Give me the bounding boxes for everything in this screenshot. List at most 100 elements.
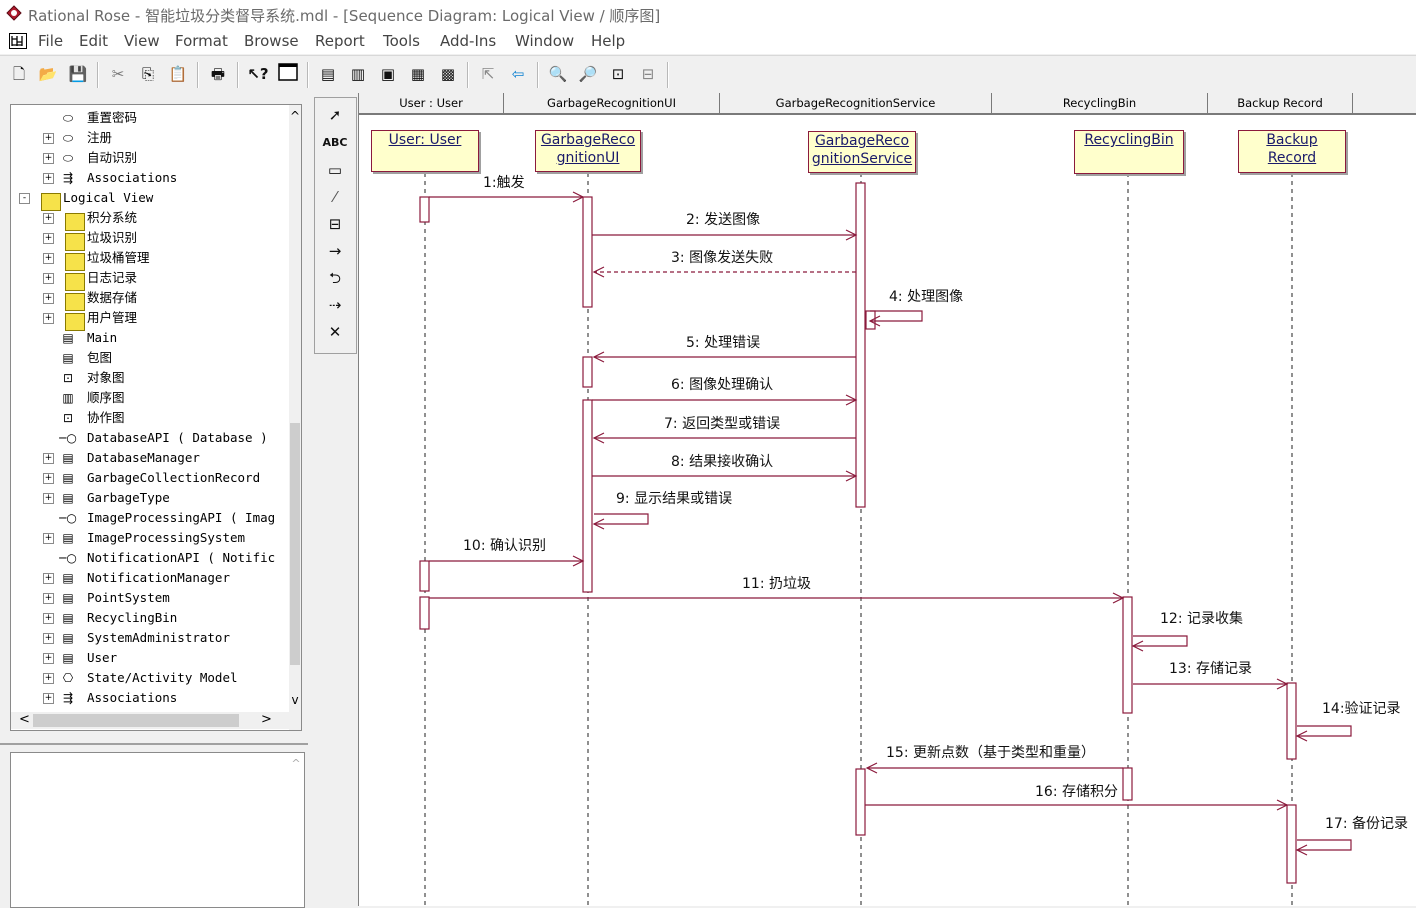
selection-arrow-icon[interactable]: ➚ <box>328 106 342 124</box>
tree-item[interactable]: +▤SystemAdministrator <box>11 628 281 648</box>
expand-icon[interactable]: + <box>43 533 54 544</box>
tree-item[interactable]: +▤RecyclingBin <box>11 608 281 628</box>
lifeline-header-recyclingbin[interactable]: RecyclingBin <box>992 93 1208 115</box>
tree-item[interactable]: +▤GarbageType <box>11 488 281 508</box>
expand-icon[interactable]: + <box>43 133 54 144</box>
object-message-icon[interactable]: → <box>328 242 342 260</box>
message-label[interactable]: 5: 处理错误 <box>686 335 761 351</box>
lifeline-header-user[interactable]: User : User <box>359 93 504 115</box>
model-browser[interactable]: ⬭重置密码+⬭注册+⬭自动识别+⇶Associations-Logical Vi… <box>10 104 302 731</box>
print-icon[interactable]: 🖶 <box>210 65 226 83</box>
browse-component-diagram-icon[interactable]: ▣ <box>380 65 396 83</box>
tree-item[interactable]: +⬭自动识别 <box>11 148 281 168</box>
text-box-icon[interactable]: ABC <box>322 136 348 149</box>
browser-horizontal-scrollbar[interactable]: < > <box>11 712 289 729</box>
expand-icon[interactable]: + <box>43 653 54 664</box>
menu-add-ins[interactable]: Add-Ins <box>440 32 497 50</box>
tree-item[interactable]: +⇶Associations <box>11 168 281 188</box>
tree-item[interactable]: +▤ImageProcessingSystem <box>11 528 281 548</box>
menu-report[interactable]: Report <box>315 32 365 50</box>
message-to-self-icon[interactable]: ⮌ <box>328 269 341 287</box>
message-label[interactable]: 10: 确认识别 <box>463 538 546 554</box>
object-garbage-recognition-ui[interactable]: GarbageReco gnitionUI <box>535 130 641 172</box>
tree-item[interactable]: +日志记录 <box>11 268 281 291</box>
browse-state-diagram-icon[interactable]: ▦ <box>410 65 426 83</box>
expand-icon[interactable]: + <box>43 233 54 244</box>
expand-icon[interactable]: + <box>43 693 54 704</box>
tree-item[interactable]: ─○ImageProcessingAPI ( Imag <box>11 508 281 528</box>
sequence-diagram-doc-icon[interactable] <box>9 33 27 49</box>
browse-interaction-diagram-icon[interactable]: ▥ <box>350 65 366 83</box>
expand-icon[interactable]: + <box>43 293 54 304</box>
save-icon[interactable]: 💾 <box>68 65 88 83</box>
browse-class-diagram-icon[interactable]: ▤ <box>320 65 336 83</box>
note-icon[interactable]: ▭ <box>327 161 343 179</box>
tree-item[interactable]: +▤NotificationManager <box>11 568 281 588</box>
expand-icon[interactable]: + <box>43 613 54 624</box>
expand-icon[interactable]: + <box>43 473 54 484</box>
message-label[interactable]: 2: 发送图像 <box>686 212 761 228</box>
message-label[interactable]: 17: 备份记录 <box>1325 816 1408 832</box>
paste-icon[interactable]: 📋 <box>168 65 188 83</box>
tree-item[interactable]: ▥顺序图 <box>11 388 281 408</box>
tree-item[interactable]: ⬭重置密码 <box>11 108 281 128</box>
documentation-pane[interactable]: ^ <box>10 752 305 908</box>
message-label[interactable]: 14:验证记录 <box>1322 701 1401 717</box>
expand-icon[interactable]: + <box>43 213 54 224</box>
browse-parent-icon[interactable]: ⇱ <box>481 65 495 83</box>
tree-item[interactable]: +▤DatabaseManager <box>11 448 281 468</box>
expand-icon[interactable]: + <box>43 493 54 504</box>
zoom-in-icon[interactable]: 🔍 <box>548 65 568 83</box>
tree-item[interactable]: +▤User <box>11 648 281 668</box>
tree-item[interactable]: +⎔State/Activity Model <box>11 668 281 688</box>
object-user[interactable]: User: User <box>371 130 479 172</box>
undo-fit-icon[interactable]: ⊟ <box>641 65 655 83</box>
new-file-icon[interactable]: 🗋 <box>12 65 26 83</box>
lifeline-header-service[interactable]: GarbageRecognitionService <box>720 93 992 115</box>
doc-scroll-up-icon[interactable]: ^ <box>291 757 301 770</box>
menu-format[interactable]: Format <box>175 32 228 50</box>
tree-item[interactable]: +⬭注册 <box>11 128 281 148</box>
tree-item[interactable]: +▤GarbageCollectionRecord <box>11 468 281 488</box>
object-backup-record[interactable]: Backup Record <box>1238 130 1346 173</box>
view-doc-icon[interactable] <box>277 63 299 85</box>
anchor-note-icon[interactable]: ⁄ <box>333 188 337 206</box>
tree-item[interactable]: ▤包图 <box>11 348 281 368</box>
expand-icon[interactable]: + <box>43 273 54 284</box>
destruction-marker-icon[interactable]: ✕ <box>328 323 342 341</box>
tree-item[interactable]: ▤Main <box>11 328 281 348</box>
return-message-icon[interactable]: ⇢ <box>328 296 342 314</box>
expand-icon[interactable]: + <box>43 453 54 464</box>
message-label[interactable]: 9: 显示结果或错误 <box>616 491 733 507</box>
tree-item[interactable]: +用户管理 <box>11 308 281 331</box>
object-garbage-recognition-service[interactable]: GarbageReco gnitionService <box>808 131 916 173</box>
cut-icon[interactable]: ✂ <box>111 65 125 83</box>
message-label[interactable]: 12: 记录收集 <box>1160 611 1243 627</box>
tree-item[interactable]: +⇶Associations <box>11 688 281 708</box>
menu-edit[interactable]: Edit <box>79 32 109 50</box>
sequence-diagram-canvas[interactable]: User : User GarbageRecognitionUI Garbage… <box>358 93 1416 906</box>
collapse-icon[interactable]: - <box>19 193 30 204</box>
expand-icon[interactable]: + <box>43 253 54 264</box>
tree-item[interactable]: ─○NotificationAPI ( Notific <box>11 548 281 568</box>
expand-icon[interactable]: + <box>43 153 54 164</box>
expand-icon[interactable]: + <box>43 633 54 644</box>
tree-item[interactable]: +垃圾识别 <box>11 228 281 251</box>
object-icon[interactable]: ⊟ <box>328 215 342 233</box>
message-label[interactable]: 8: 结果接收确认 <box>671 454 774 470</box>
tree-item[interactable]: +积分系统 <box>11 208 281 231</box>
message-label[interactable]: 1:触发 <box>483 175 525 191</box>
message-label[interactable]: 11: 扔垃圾 <box>742 576 811 592</box>
expand-icon[interactable]: + <box>43 673 54 684</box>
zoom-out-icon[interactable]: 🔎 <box>578 65 598 83</box>
message-label[interactable]: 15: 更新点数（基于类型和重量） <box>886 745 1095 761</box>
message-label[interactable]: 6: 图像处理确认 <box>671 377 774 393</box>
menu-browse[interactable]: Browse <box>244 32 299 50</box>
message-label[interactable]: 7: 返回类型或错误 <box>664 416 781 432</box>
menu-window[interactable]: Window <box>515 32 575 50</box>
fit-in-window-icon[interactable]: ⊡ <box>611 65 625 83</box>
expand-icon[interactable]: + <box>43 173 54 184</box>
message-label[interactable]: 3: 图像发送失败 <box>671 250 774 266</box>
tree-item[interactable]: ⊡对象图 <box>11 368 281 388</box>
browse-previous-icon[interactable]: ⇦ <box>511 65 525 83</box>
